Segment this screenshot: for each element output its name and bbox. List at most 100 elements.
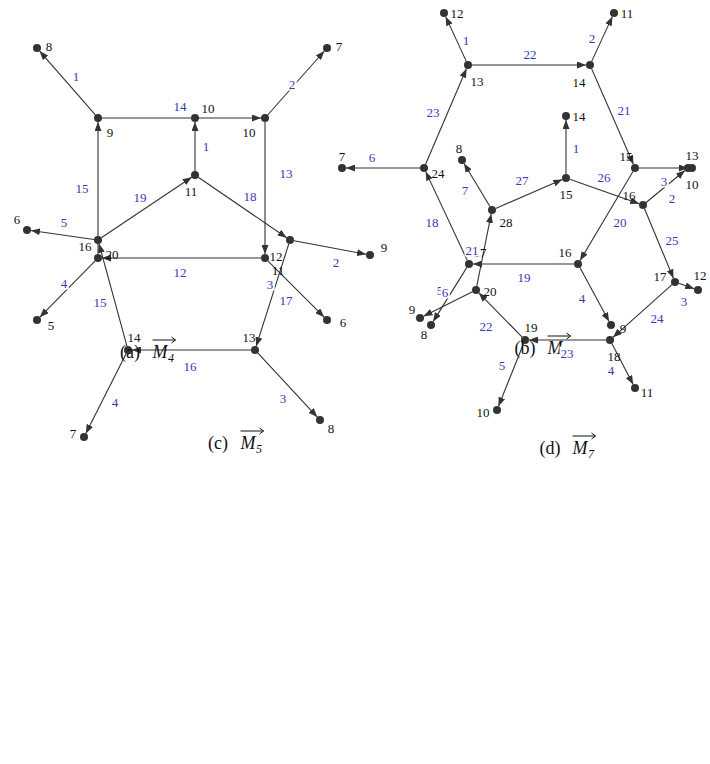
graph-vertex: 7: [338, 164, 346, 172]
edge-number: 21: [617, 104, 632, 117]
caption-text: M: [573, 439, 588, 457]
edge-number: 18: [243, 190, 258, 203]
graph-vertex: 16: [94, 254, 102, 262]
edge-number: 5: [498, 359, 507, 372]
edge-number: 21: [465, 244, 480, 257]
vertex-number: 8: [328, 422, 335, 435]
edge-number: 1: [462, 34, 471, 47]
edge-number: 17: [279, 294, 294, 307]
graph-vertex: 16: [639, 201, 647, 209]
edge-number: 2: [288, 78, 297, 91]
edge-number: 12: [173, 266, 188, 279]
edge-number: 20: [613, 216, 628, 229]
vertex-number: 6: [14, 213, 21, 226]
directed-edge: [473, 263, 574, 264]
graph-vertex: 9: [416, 314, 424, 322]
vertex-number: 13: [686, 149, 699, 162]
graph-vertex: 16: [574, 260, 582, 268]
graph-vertex: 28: [488, 206, 496, 214]
graph-vertex: 5: [33, 316, 41, 324]
edge-number: 6: [368, 151, 377, 164]
directed-edge: [264, 122, 265, 254]
vertex-number: 16: [79, 240, 92, 253]
edge-number: 3: [680, 295, 689, 308]
graph-vertex: 17: [465, 260, 473, 268]
vertex-number: 7: [336, 40, 343, 53]
directed-edge: [613, 285, 672, 338]
graph-vertex: 13: [251, 346, 259, 354]
graph-vertex: 18: [606, 336, 614, 344]
edge-number: 19: [133, 191, 148, 204]
vertex-number: 9: [381, 241, 388, 254]
graph-vertex: 20: [94, 236, 102, 244]
caption-text: (b): [515, 339, 536, 357]
directed-edge: [346, 167, 420, 168]
vertex-number: 8: [456, 142, 463, 155]
edge-number: 16: [183, 360, 198, 373]
edge-number: 3: [279, 392, 288, 405]
vertex-number: 12: [451, 7, 464, 20]
vertex-number: 15: [620, 150, 633, 163]
edge-number: 2: [588, 32, 597, 45]
graph-vertex: 8: [458, 156, 466, 164]
graph-vertex: 11: [610, 9, 618, 17]
edge-number: 3: [266, 278, 275, 291]
edge-number: 26: [597, 171, 612, 184]
vertex-number: 17: [654, 270, 667, 283]
vertex-number: 28: [500, 216, 513, 229]
vertex-number: 11: [621, 7, 634, 20]
vertex-number: 6: [340, 316, 347, 329]
vertex-number: 10: [686, 178, 699, 191]
directed-edge: [580, 171, 633, 260]
vertex-number: 5: [48, 319, 55, 332]
vertex-number: 18: [608, 350, 621, 363]
directed-edge: [639, 167, 688, 168]
caption-subscript: 7: [588, 448, 594, 460]
vertex-number: 13: [471, 75, 484, 88]
directed-edge: [258, 353, 318, 417]
graph-vertex: 10: [261, 114, 269, 122]
vertex-number: 20: [106, 248, 119, 261]
edge-number: 15: [75, 182, 90, 195]
graph-vertex: 9: [607, 321, 615, 329]
edge-number: 24: [650, 312, 665, 325]
vertex-number: 8: [46, 40, 53, 53]
vertex-number: 9: [409, 303, 416, 316]
graph-vertex: 6: [23, 226, 31, 234]
caption-text: M: [241, 434, 256, 452]
edge-number: 2: [668, 192, 677, 205]
caption-text: (a): [120, 343, 140, 361]
graph-vertex: 15: [631, 164, 639, 172]
edge-number: 4: [607, 364, 616, 377]
graph-vertex: 12: [286, 236, 294, 244]
graph-vertex: 11: [261, 254, 269, 262]
graph-vertex: 7: [80, 433, 88, 441]
directed-edge: [426, 69, 467, 165]
edge-number: 1: [202, 140, 211, 153]
graph-vertex: 8: [316, 416, 324, 424]
directed-edge: [268, 261, 324, 317]
vertex-number: 13: [243, 331, 256, 344]
edge-number: 4: [578, 292, 587, 305]
caption-text: (c): [208, 434, 228, 452]
vertex-number: 10: [243, 126, 256, 139]
graph-vertex: 15: [562, 174, 570, 182]
directed-edge: [479, 293, 522, 337]
vertex-number: 10: [202, 102, 215, 115]
graph-vertex: 11: [191, 171, 199, 179]
directed-edge: [31, 231, 94, 240]
graph-vertex: 7: [323, 44, 331, 52]
graph-vertex: 24: [420, 164, 428, 172]
caption-text: M: [153, 343, 168, 361]
vertex-number: 14: [573, 110, 586, 123]
edge-number: 4: [60, 277, 69, 290]
graph-vertex: 14: [586, 61, 594, 69]
vertex-number: 9: [620, 322, 627, 335]
vertex-number: 7: [70, 427, 77, 440]
graph-vertex: 8: [427, 321, 435, 329]
edge-number: 23: [560, 347, 575, 360]
directed-edge: [592, 69, 634, 165]
vertex-number: 20: [484, 285, 497, 298]
